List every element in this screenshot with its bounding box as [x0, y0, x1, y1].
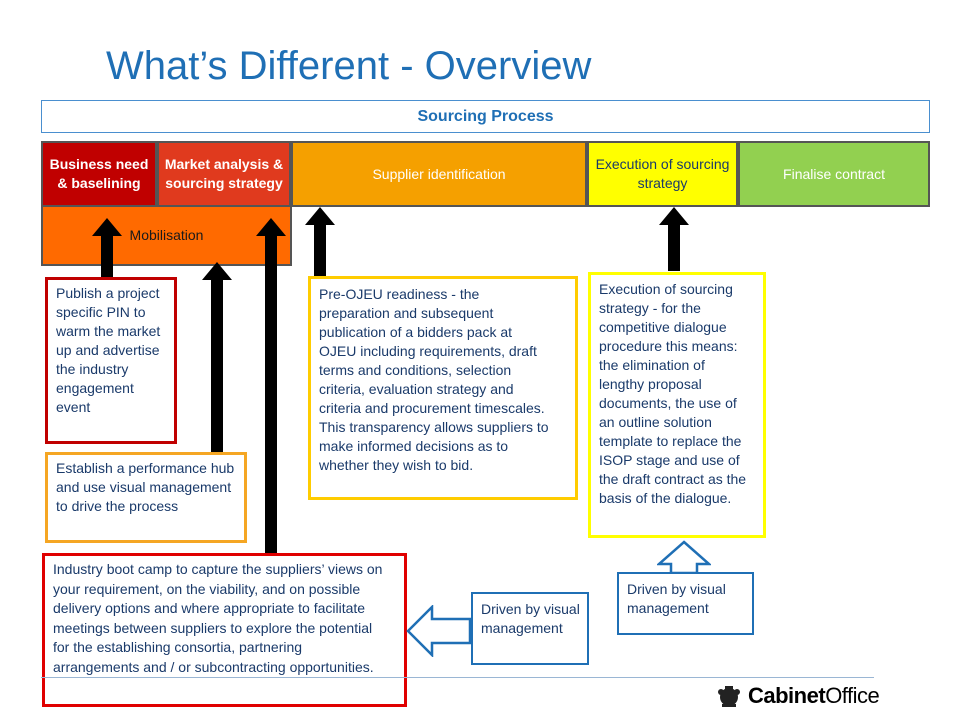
up-arrow-icon: [256, 218, 286, 556]
page-title: What’s Different - Overview: [106, 44, 592, 88]
cabinet-office-logo: CabinetOffice: [716, 681, 886, 711]
publish-pin-box: Publish a project specific PIN to warm t…: [45, 277, 177, 444]
stage-market-analysis: Market analysis & sourcing strategy: [157, 141, 291, 207]
driven-visual-left-box: Driven by visual management: [471, 592, 589, 665]
left-hollow-arrow-icon: [406, 605, 472, 657]
royal-crest-icon: [718, 686, 740, 707]
sourcing-process-bar: Sourcing Process: [41, 100, 930, 133]
stage-business-need: Business need & baselining: [41, 141, 157, 207]
stage-execution: Execution of sourcing strategy: [587, 141, 738, 207]
pre-ojeu-box: Pre-OJEU readiness - the preparation and…: [308, 276, 578, 500]
stage-supplier-identification: Supplier identification: [291, 141, 587, 207]
up-arrow-icon: [305, 207, 335, 277]
up-hollow-arrow-icon: [657, 540, 711, 574]
up-arrow-icon: [659, 207, 689, 271]
driven-visual-right-box: Driven by visual management: [617, 572, 754, 635]
up-arrow-icon: [202, 262, 232, 452]
execution-detail-box: Execution of sourcing strategy - for the…: [588, 272, 766, 538]
boot-camp-box: Industry boot camp to capture the suppli…: [42, 553, 407, 707]
footer-divider: [41, 677, 874, 678]
performance-hub-box: Establish a performance hub and use visu…: [45, 452, 247, 543]
stage-finalise-contract: Finalise contract: [738, 141, 930, 207]
up-arrow-icon: [92, 218, 122, 280]
stage-mobilisation: Mobilisation: [41, 207, 292, 266]
logo-text: CabinetOffice: [748, 683, 880, 708]
